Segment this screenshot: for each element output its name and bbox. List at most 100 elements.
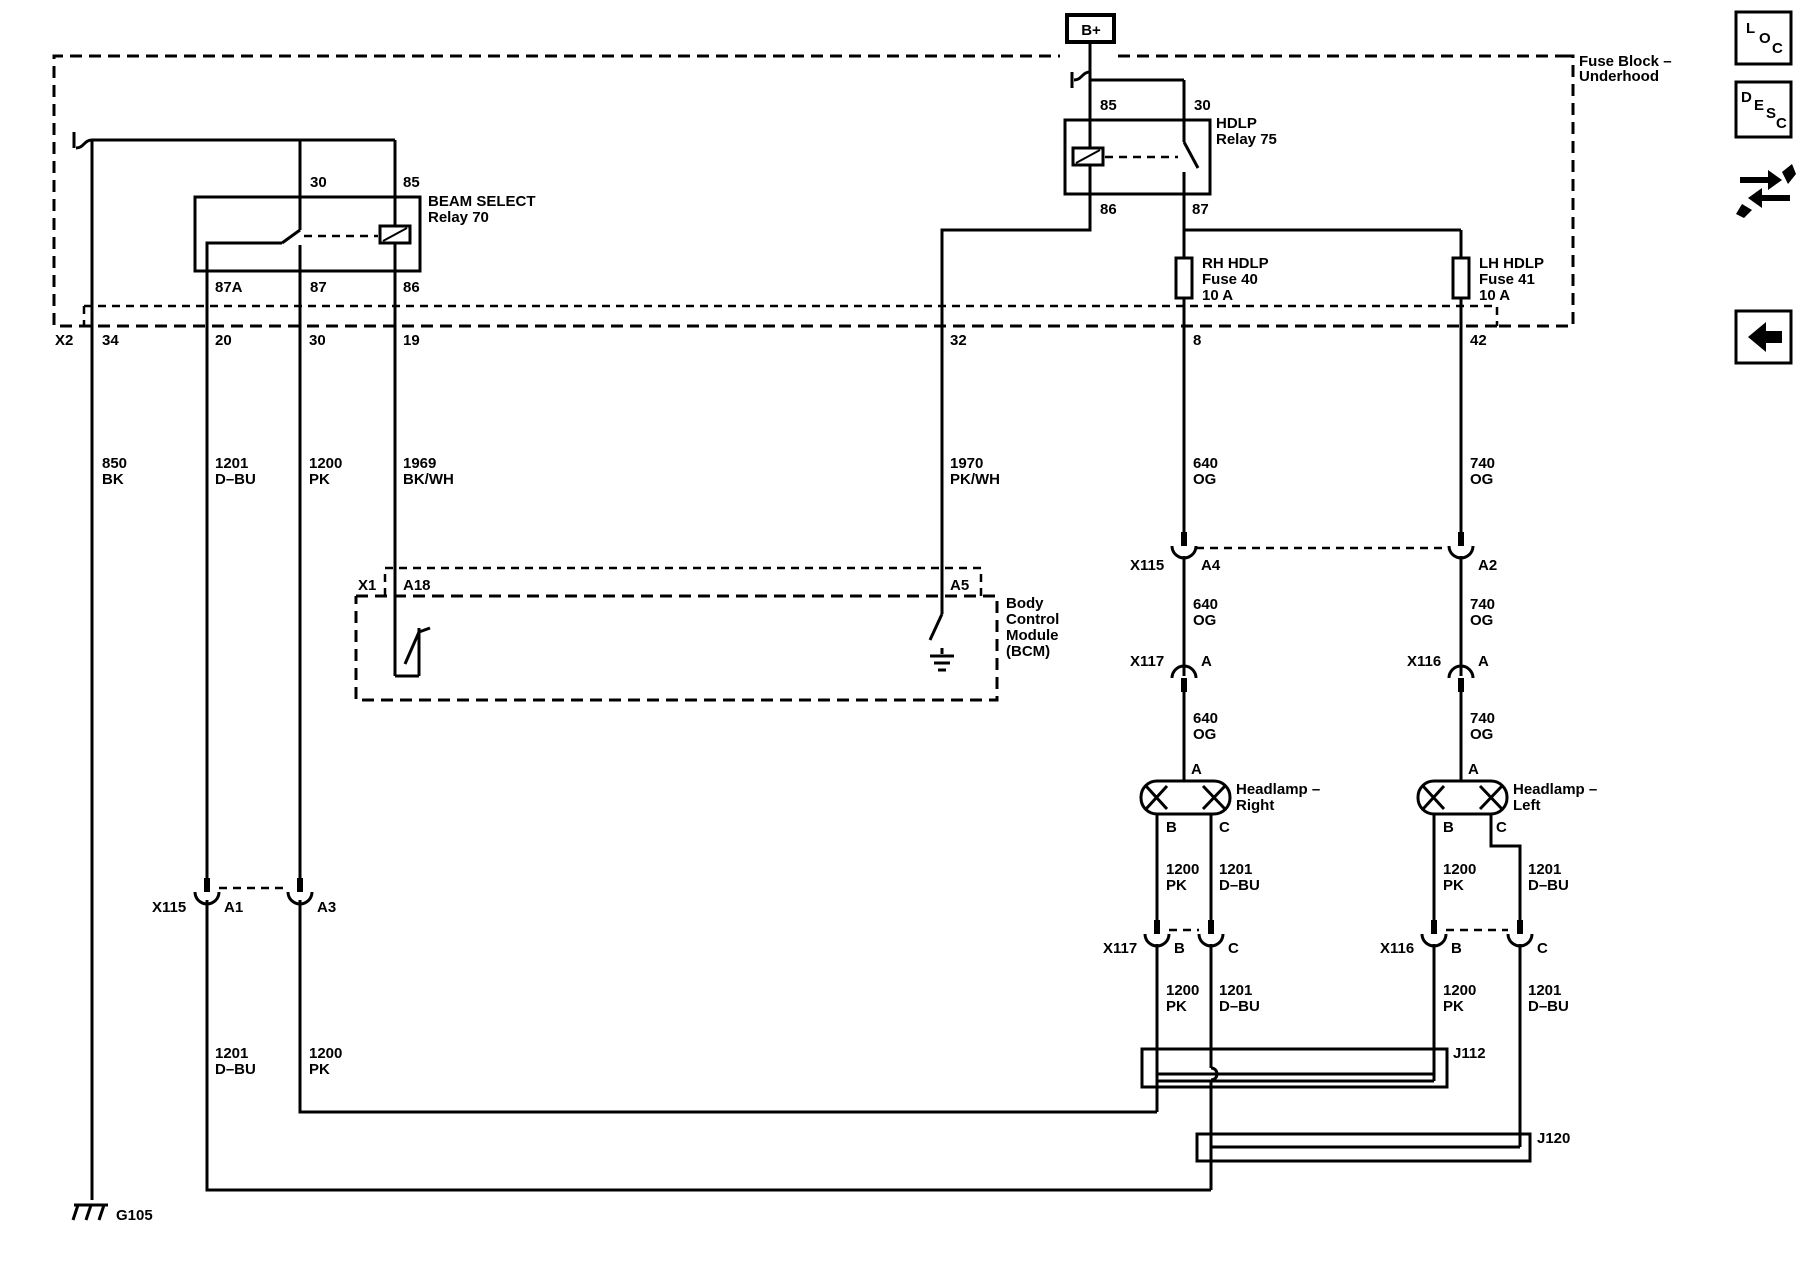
splice-harness: 1200 PK 1201 D–BU 1200 PK 1201 D–BU J112… — [205, 900, 1570, 1192]
headlamp-left-pin-a: A — [1468, 761, 1479, 778]
x117-a-socket — [1170, 664, 1198, 679]
x115-a2-pin — [1458, 532, 1464, 546]
rh-fuse-number: Fuse 40 — [1202, 271, 1258, 288]
back-arrow-icon — [1748, 322, 1782, 352]
wire-640-circuit-3: 640 — [1193, 710, 1218, 727]
wire-1200-j112-to-x115 — [298, 900, 1157, 1114]
x116-b-pin — [1431, 920, 1437, 934]
bcm-ground-icon — [930, 654, 954, 672]
wire-1970-path — [940, 194, 1092, 580]
ground-g105: G105 — [71, 1203, 153, 1224]
chassis-ground-icon — [71, 1204, 106, 1221]
headlamp-right-low-beam-icon — [1144, 784, 1169, 811]
wire-1201-ll-circuit: 1201 — [1528, 982, 1561, 999]
wire-640-color-3: OG — [1193, 726, 1216, 743]
beam-relay-pin-87a: 87A — [215, 279, 243, 296]
nav-back-button[interactable] — [1734, 309, 1793, 365]
wire-1200-lower-color: PK — [309, 1061, 330, 1078]
j112-label: J112 — [1453, 1045, 1486, 1062]
wire-1201-r-circuit: 1201 — [1219, 861, 1252, 878]
bcm-name-line4: (BCM) — [1006, 643, 1050, 660]
x2-pin-8: 8 — [1193, 332, 1201, 349]
rh-fuse-rating: 10 A — [1202, 287, 1233, 304]
wire-640-color: OG — [1193, 471, 1216, 488]
desc-letter-s: S — [1766, 105, 1776, 122]
wire-640-color-2: OG — [1193, 612, 1216, 629]
headlamp-right-body — [1139, 779, 1232, 816]
x115-a1-pin — [204, 878, 210, 892]
x2-pin-20: 20 — [215, 332, 232, 349]
fuse-block-title-line2: Underhood — [1579, 68, 1659, 85]
x116-label-a: X116 — [1407, 653, 1441, 670]
nav-connector-repair-button[interactable] — [1736, 160, 1796, 225]
headlamp-right: A Headlamp – Right B C — [1139, 761, 1320, 930]
wire-1200-ll-circuit: 1200 — [1443, 982, 1476, 999]
nav-location-button[interactable]: L O C — [1734, 10, 1793, 66]
wire-1200-r-color: PK — [1166, 877, 1187, 894]
wire-1969-color: BK/WH — [403, 471, 454, 488]
bcm-high-side-switch-tip — [418, 626, 431, 634]
wire-1970-circuit: 1970 — [950, 455, 983, 472]
wire-640-circuit: 640 — [1193, 455, 1218, 472]
connector-repair-icon — [1736, 164, 1796, 218]
x115-connector-upper: X115 A4 A2 640 OG 740 OG — [1130, 532, 1497, 676]
lh-fuse-name: LH HDLP — [1479, 255, 1544, 272]
fuse-block-output-wires: 850 BK 1201 D–BU 1200 PK 1969 BK/WH 1970… — [102, 271, 1495, 880]
beam-relay-body — [193, 195, 422, 273]
x117-pin-a: A — [1201, 653, 1212, 670]
battery-positive-source: B+ — [1065, 13, 1116, 80]
x115-upper-label: X115 — [1130, 557, 1164, 574]
wire-1200-rl-circuit: 1200 — [1166, 982, 1199, 999]
fuse-block-outline-main — [52, 54, 1497, 328]
wire-1200-r-circuit: 1200 — [1166, 861, 1199, 878]
x116-label-bc: X116 — [1380, 940, 1414, 957]
wire-1201-j120-to-x115 — [205, 900, 1211, 1192]
hdlp-relay-name: HDLP — [1216, 115, 1257, 132]
bcm-x1-connector — [383, 566, 983, 596]
desc-letter-c: C — [1776, 115, 1787, 132]
fuse-block-outline-right — [1497, 54, 1575, 328]
fuse-block-underhood: Fuse Block – Underhood — [52, 53, 1672, 328]
x115-lower-label: X115 — [152, 899, 186, 916]
j112-splice-pack — [1140, 1047, 1449, 1089]
x115-pin-a3: A3 — [317, 899, 336, 916]
loc-letter-o: O — [1759, 30, 1771, 47]
lh-fuse-number: Fuse 41 — [1479, 271, 1535, 288]
x115-connector-lower: X115 A1 A3 1201 D–BU 1200 PK — [152, 878, 342, 1078]
ground-bus-entry-hook — [75, 138, 93, 150]
x115-a3-pin — [297, 878, 303, 892]
bcm-name-line3: Module — [1006, 627, 1059, 644]
x116-pin-b: B — [1451, 940, 1462, 957]
fuse-block-title-line1: Fuse Block – — [1579, 53, 1672, 70]
x116-c-pin — [1517, 920, 1523, 934]
x117-c-pin — [1208, 920, 1214, 934]
x2-connector-top — [84, 304, 1499, 326]
x2-pin-32: 32 — [950, 332, 967, 349]
wire-1969-circuit: 1969 — [403, 455, 436, 472]
bcm-pin-a5: A5 — [950, 577, 969, 594]
wire-1200-lower-circuit: 1200 — [309, 1045, 342, 1062]
hdlp-relay-coil-mark — [1075, 149, 1101, 164]
nav-description-button[interactable]: D E S C — [1734, 80, 1793, 139]
x115-pin-a4: A4 — [1201, 557, 1221, 574]
x117-pin-c: C — [1228, 940, 1239, 957]
wire-740-color: OG — [1470, 471, 1493, 488]
headlamp-left-name-line1: Headlamp – — [1513, 781, 1597, 798]
headlamp-fuses: RH HDLP Fuse 40 10 A LH HDLP Fuse 41 10 … — [940, 194, 1544, 580]
wire-1200-ll-color: PK — [1443, 998, 1464, 1015]
wire-850-circuit: 850 — [102, 455, 127, 472]
wire-1201-lower-color: D–BU — [215, 1061, 256, 1078]
x116-x117-pin-a: X117 A X116 A 640 OG 740 OG — [1130, 653, 1495, 787]
headlamp-right-pin-b: B — [1166, 819, 1177, 836]
headlamp-right-name-line1: Headlamp – — [1236, 781, 1320, 798]
x116-pin-a: A — [1478, 653, 1489, 670]
x117-pin-b: B — [1174, 940, 1185, 957]
b-plus-entry-hook — [1073, 70, 1091, 82]
x116-x117-pins-b-c: X117 B C X116 B C — [1103, 920, 1548, 957]
x115-a4-pin — [1181, 532, 1187, 546]
hdlp-relay-number: Relay 75 — [1216, 131, 1277, 148]
wire-1201-ll-color: D–BU — [1528, 998, 1569, 1015]
wire-850-color: BK — [102, 471, 124, 488]
headlamp-left-pin-b: B — [1443, 819, 1454, 836]
